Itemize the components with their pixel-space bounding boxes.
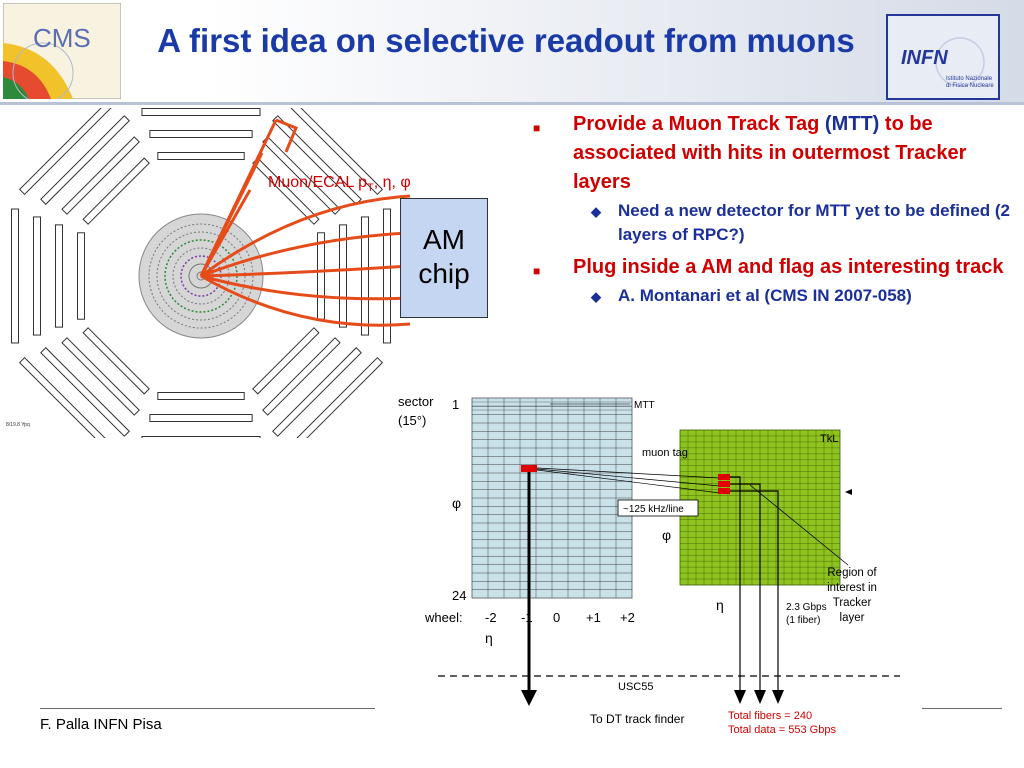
dt-label: To DT track finder: [590, 712, 684, 726]
phi-right-label: φ: [662, 527, 671, 543]
muon-chamber: [317, 232, 325, 320]
bullet-square-icon: ■: [533, 264, 541, 278]
muon-chamber: [339, 224, 347, 328]
footer-author: F. Palla INFN Pisa: [40, 716, 162, 733]
detector-figure: Muon/ECAL pT, η, φ 8/19.8 Ypq: [6, 108, 411, 438]
am-chip-box: AM chip: [400, 198, 488, 318]
rate-label: ~125 kHz/line: [623, 504, 684, 515]
am-chip-line1: AM: [423, 224, 465, 255]
cms-logo-text: CMS: [33, 23, 91, 53]
bullet-square-icon: ■: [533, 121, 541, 135]
muon-chamber: [18, 356, 121, 438]
eta-left-label: η: [485, 630, 493, 646]
bullet-1-blue: (MTT): [824, 113, 880, 135]
wheel-value: -2: [485, 610, 497, 625]
muon-tracks: [199, 118, 411, 327]
sector-24-label: 24: [452, 588, 466, 603]
gbps-line2: (1 fiber): [786, 615, 820, 626]
sector-1-label: 1: [452, 397, 459, 412]
region-line: Tracker: [833, 597, 872, 609]
muon-chamber: [11, 208, 19, 344]
muon-chamber: [157, 152, 245, 160]
wheel-labels: -2 -1 0 +1 +2: [485, 610, 635, 625]
infn-logo: INFN Istituto Nazionale di Fisica Nuclea…: [886, 14, 1000, 100]
infn-sub1: Istituto Nazionale: [946, 76, 993, 82]
wheel-value: +1: [586, 610, 601, 625]
bullet-1-sub-text: Need a new detector for MTT yet to be de…: [618, 201, 1010, 244]
muon-chamber: [281, 356, 384, 438]
data-label: Total data = 553 Gbps: [728, 724, 836, 736]
usc-label: USC55: [618, 681, 653, 693]
sector-label: sector: [398, 394, 434, 409]
muon-chamber: [361, 216, 369, 336]
wheel-value: +2: [620, 610, 635, 625]
bullet-diamond-icon: ◆: [591, 289, 601, 304]
bullet-diamond-icon: ◆: [591, 204, 601, 219]
muon-chamber: [55, 224, 63, 328]
wheel-value: -1: [521, 610, 533, 625]
region-line: interest in: [827, 582, 877, 594]
readout-diagram: sector (15°) 1 24 φ wheel: -2 -1 0 +1 +2 η M…: [398, 394, 900, 736]
bullet-2-sub: ◆ A. Montanari et al (CMS IN 2007-058): [533, 284, 1013, 308]
footer-line-right: [922, 708, 1002, 709]
phi-left-label: φ: [452, 495, 461, 511]
muon-chamber: [82, 327, 150, 395]
muon-tag-label: muon tag: [642, 447, 688, 459]
muon-sector-grid: [471, 397, 633, 599]
sector-deg-label: (15°): [398, 413, 426, 428]
muon-chamber: [141, 108, 261, 116]
muon-chamber: [141, 436, 261, 438]
bullet-1-sub: ◆ Need a new detector for MTT yet to be …: [533, 199, 1013, 247]
cms-logo: CMS: [3, 3, 121, 99]
bullet-2-sub-text: A. Montanari et al (CMS IN 2007-058): [618, 286, 912, 305]
muon-chamber: [33, 216, 41, 336]
tkl-label: TkL: [820, 433, 838, 445]
infn-logo-text: INFN: [901, 47, 948, 69]
muon-chamber: [18, 108, 121, 196]
fibers-label: Total fibers = 240: [728, 710, 812, 722]
header-divider: [0, 102, 1024, 105]
muon-chamber: [40, 115, 130, 205]
muon-chamber-rings: [11, 108, 391, 438]
bullet-2-text: Plug inside a AM and flag as interesting…: [573, 256, 1004, 278]
bullet-2: ■ Plug inside a AM and flag as interesti…: [533, 253, 1013, 282]
muon-chamber: [149, 130, 253, 138]
muon-chamber: [252, 327, 320, 395]
region-line: Region of: [827, 567, 877, 579]
bullet-list: ■ Provide a Muon Track Tag (MTT) to be a…: [533, 110, 1013, 314]
region-line: layer: [840, 612, 865, 624]
muon-chamber: [61, 337, 140, 416]
header-band: [0, 0, 1024, 102]
muon-ecal-label: Muon/ECAL pT, η, φ: [268, 174, 411, 194]
muon-chamber: [252, 157, 320, 225]
rate-box: [617, 499, 699, 517]
muon-chamber: [82, 157, 150, 225]
muon-chamber: [272, 347, 362, 437]
page-title: A first idea on selective readout from m…: [157, 22, 855, 59]
bullet-1-red: Provide a Muon Track Tag: [573, 113, 820, 135]
muon-chamber: [383, 208, 391, 344]
muon-chamber: [281, 108, 384, 196]
mtt-label: MTT: [634, 400, 655, 411]
am-chip-line2: chip: [418, 258, 470, 289]
footer-line-left: [40, 708, 375, 709]
infn-sub2: di Fisica Nucleare: [946, 83, 994, 89]
muon-chamber: [157, 392, 245, 400]
muon-chamber: [40, 347, 130, 437]
bullet-1: ■ Provide a Muon Track Tag (MTT) to be a…: [533, 110, 1013, 197]
muon-chamber: [149, 414, 253, 422]
region-label: Region of interest in Tracker layer: [827, 567, 877, 624]
muon-tag-cell: [521, 465, 537, 472]
gbps-line1: 2.3 Gbps: [786, 602, 827, 613]
muon-chamber: [77, 232, 85, 320]
bullet-1-rest: to be associated with hits in outermost …: [573, 113, 967, 193]
wheel-value: 0: [553, 610, 560, 625]
muon-chamber: [61, 136, 140, 215]
wheel-label: wheel:: [424, 610, 463, 625]
event-stamp: 8/19.8 Ypq: [6, 422, 30, 428]
muon-chamber: [262, 337, 341, 416]
eta-right-label: η: [716, 597, 724, 613]
